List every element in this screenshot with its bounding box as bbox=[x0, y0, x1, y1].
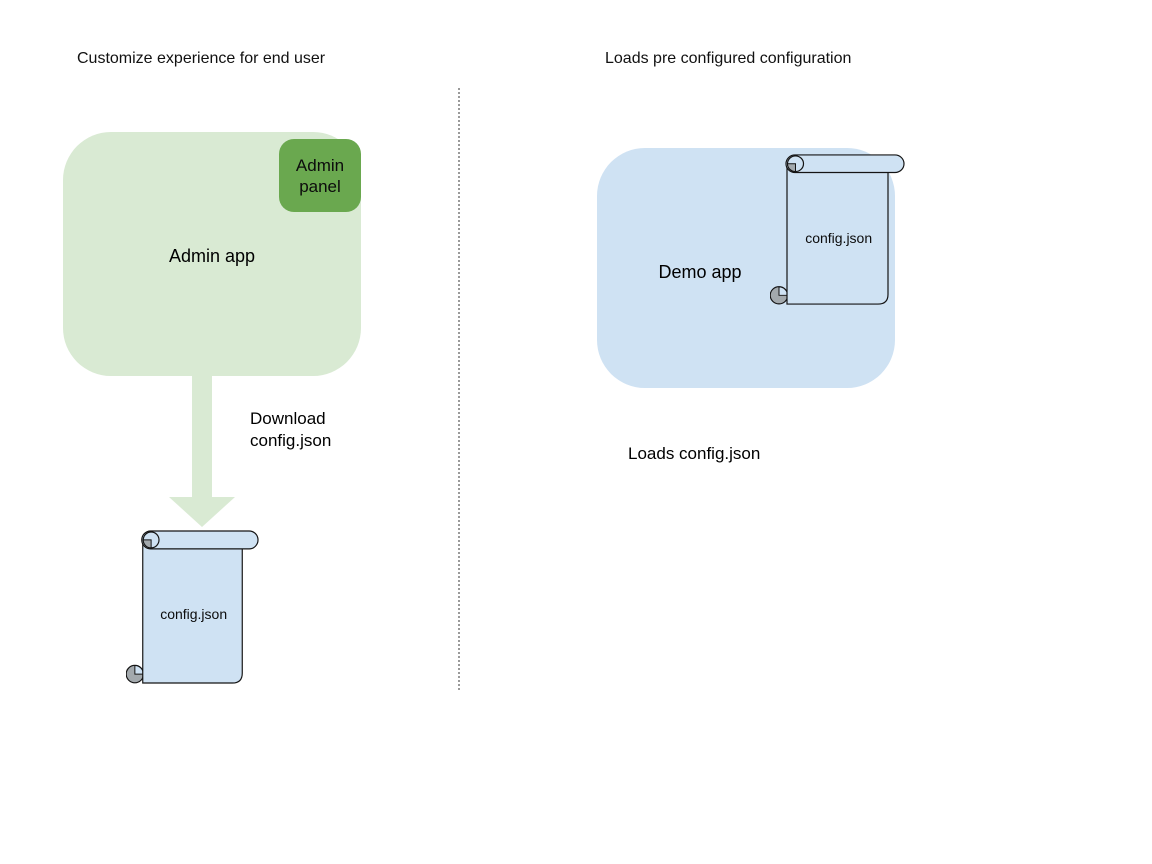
left-panel-title: Customize experience for end user bbox=[77, 50, 326, 67]
loads-config-caption: Loads config.json bbox=[628, 444, 761, 463]
demo-app-label: Demo app bbox=[658, 262, 742, 282]
scroll-document-icon bbox=[770, 154, 905, 305]
admin-panel-label: Admin panel bbox=[295, 155, 345, 196]
scroll-top-curl bbox=[786, 163, 796, 173]
scroll-top-roll bbox=[141, 530, 259, 550]
config-file-scroll-left: config.json bbox=[126, 529, 260, 686]
admin-panel-box: Admin panel bbox=[279, 139, 361, 212]
scroll-document-icon bbox=[126, 530, 259, 684]
scroll-body bbox=[786, 163, 889, 305]
download-arrow-shaft bbox=[192, 375, 212, 498]
admin-app-label: Admin app bbox=[168, 246, 256, 266]
panel-divider-line bbox=[458, 88, 460, 690]
config-file-label-right: config.json bbox=[805, 230, 873, 246]
scroll-top-curl bbox=[142, 539, 152, 549]
config-file-label-left: config.json bbox=[160, 606, 228, 622]
right-panel-title: Loads pre configured configuration bbox=[605, 50, 852, 67]
scroll-bottom-curl-notch bbox=[778, 286, 789, 296]
scroll-bottom-curl-notch bbox=[134, 665, 144, 675]
download-arrow-head bbox=[169, 497, 235, 527]
scroll-body bbox=[142, 539, 243, 684]
config-file-scroll-right: config.json bbox=[770, 153, 906, 307]
download-arrow-label: Download config.json bbox=[250, 409, 332, 450]
scroll-top-roll bbox=[785, 154, 905, 174]
